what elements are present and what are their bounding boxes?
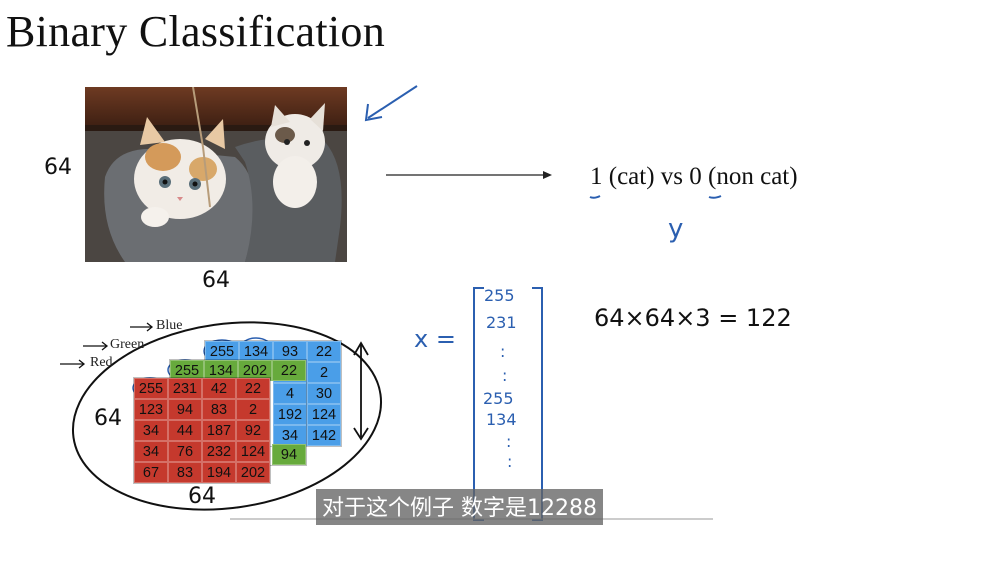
blue-matrix-cell: 124 xyxy=(307,404,341,425)
red-matrix-cell: 231 xyxy=(168,378,202,399)
red-matrix-cell: 255 xyxy=(134,378,168,399)
vector-entry: : xyxy=(507,452,512,471)
red-matrix-cell: 232 xyxy=(202,441,236,462)
blue-matrix-cell: 2 xyxy=(307,362,341,383)
red-matrix-cell: 123 xyxy=(134,399,168,420)
red-matrix-cell: 34 xyxy=(134,420,168,441)
red-matrix-cell: 44 xyxy=(168,420,202,441)
red-matrix-cell: 83 xyxy=(202,399,236,420)
red-matrix-cell: 124 xyxy=(236,441,270,462)
red-matrix-cell: 67 xyxy=(134,462,168,483)
red-matrix-cell: 83 xyxy=(168,462,202,483)
red-matrix-cell: 76 xyxy=(168,441,202,462)
green-matrix-cell: 94 xyxy=(272,444,306,465)
blue-matrix-cell: 142 xyxy=(307,425,341,446)
vector-entry: 134 xyxy=(486,410,517,429)
red-matrix-cell: 22 xyxy=(236,378,270,399)
vector-entry: 255 xyxy=(484,286,515,305)
x-vector-symbol: x = xyxy=(414,325,456,353)
green-matrix-cell: 22 xyxy=(272,360,306,381)
red-matrix-cell: 94 xyxy=(168,399,202,420)
red-matrix-cell: 92 xyxy=(236,420,270,441)
blue-channel-label: Blue xyxy=(156,318,182,334)
red-matrix-cell: 42 xyxy=(202,378,236,399)
red-matrix-cell: 187 xyxy=(202,420,236,441)
red-matrix-cell: 194 xyxy=(202,462,236,483)
vector-entry: : xyxy=(502,366,507,385)
vector-entry: : xyxy=(500,342,505,361)
y-symbol: y xyxy=(668,214,683,244)
red-matrix-cell: 34 xyxy=(134,441,168,462)
green-channel-label: Green xyxy=(110,337,144,353)
matrix-height-label: 64 xyxy=(94,406,122,431)
classification-label-text: 1 (cat) vs 0 (non cat) xyxy=(590,163,798,191)
blue-matrix-cell: 30 xyxy=(307,383,341,404)
matrix-width-label: 64 xyxy=(188,484,216,509)
vector-entry: : xyxy=(506,432,511,451)
vector-entry: 255 xyxy=(483,389,514,408)
red-matrix-cell: 2 xyxy=(236,399,270,420)
red-matrix-cell: 202 xyxy=(236,462,270,483)
vector-entry: 231 xyxy=(486,313,517,332)
red-channel-label: Red xyxy=(90,355,113,371)
dimension-formula: 64×64×3 = 122 xyxy=(594,304,792,332)
blue-matrix-cell: 22 xyxy=(307,341,341,362)
video-subtitle: 对于这个例子 数字是12288 xyxy=(316,489,603,525)
